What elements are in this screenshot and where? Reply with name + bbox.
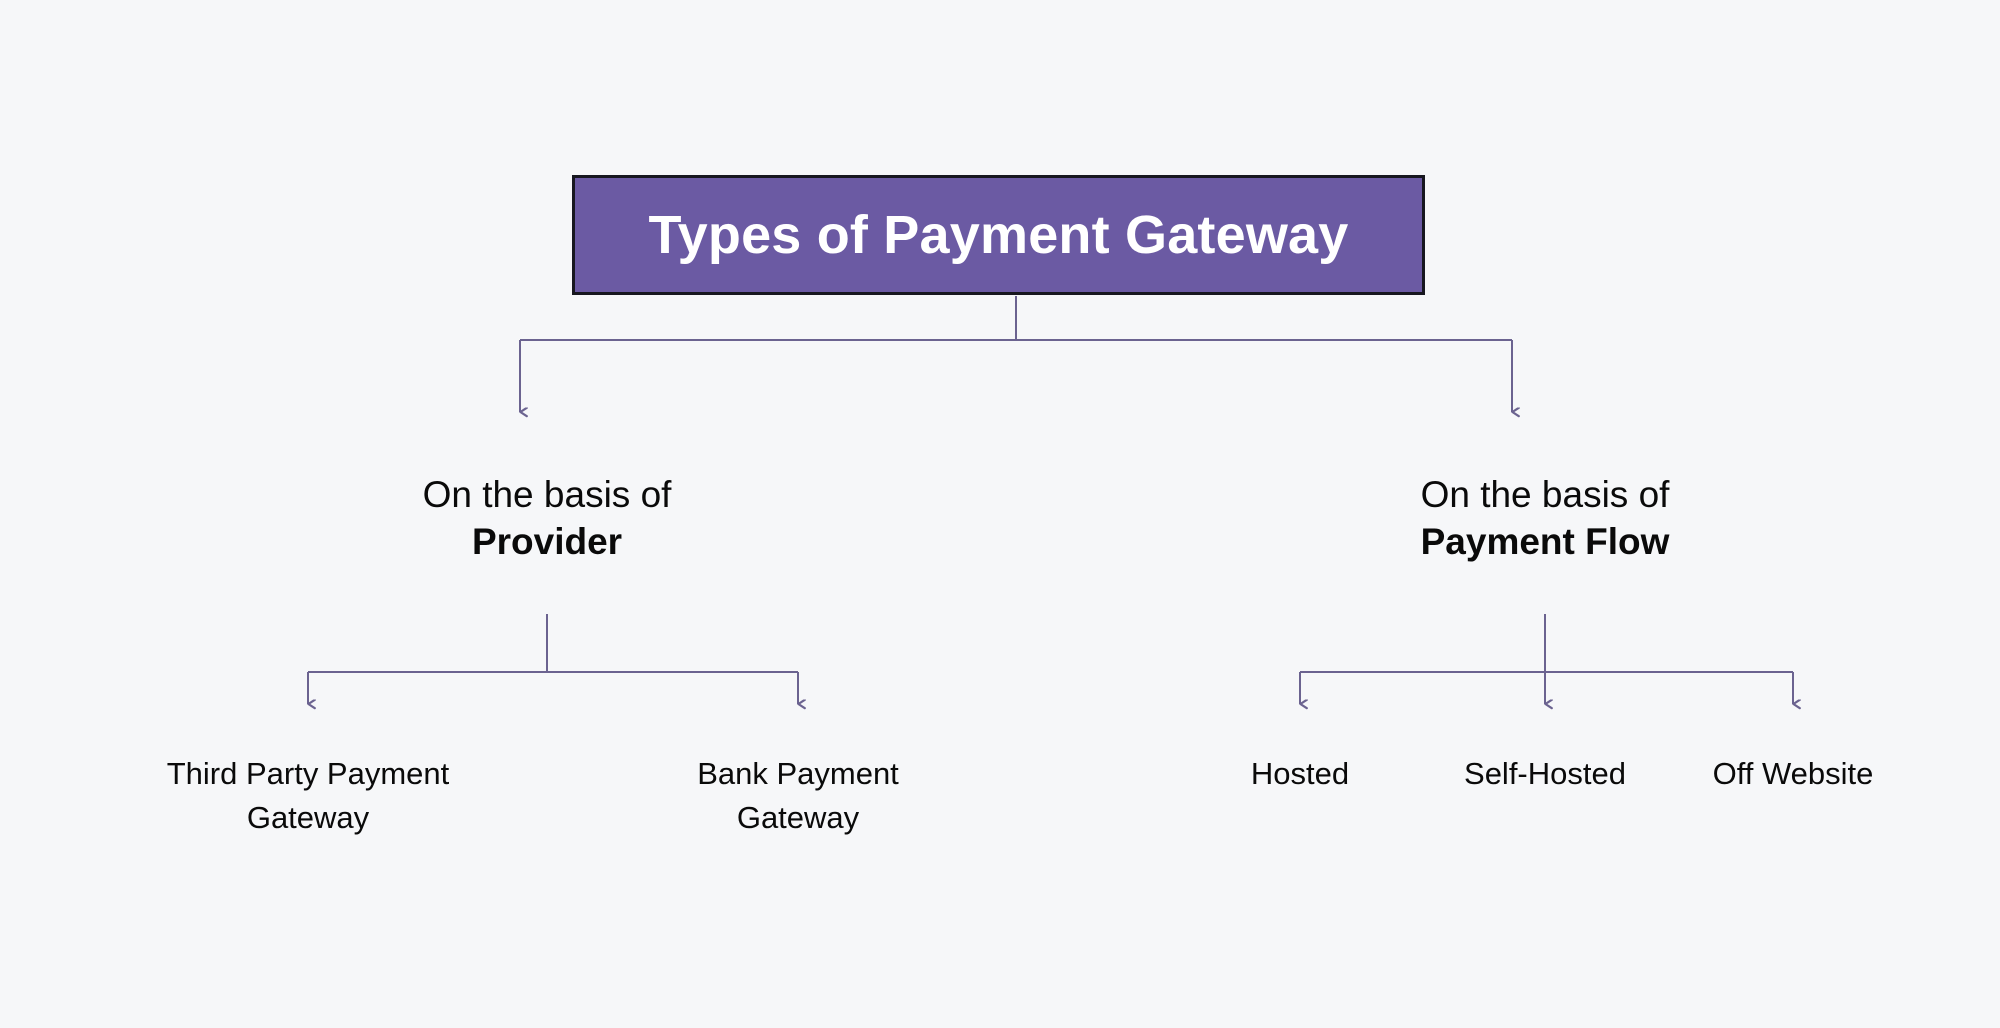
branch-node-provider: On the basis of Provider [247, 472, 847, 565]
branch-node-payment-flow-line-top: On the basis of [1420, 474, 1670, 515]
root-node-types-of-payment-gateway: Types of Payment Gateway [572, 175, 1425, 295]
leaf-node-self-hosted: Self-Hosted [1395, 752, 1695, 796]
leaf-node-third-party-line-bottom: Gateway [246, 800, 370, 836]
leaf-node-third-party-line-top: Third Party Payment [166, 756, 450, 791]
leaf-node-bank-line-top: Bank Payment [697, 756, 899, 791]
leaf-node-bank-payment-gateway: Bank Payment Gateway [598, 752, 998, 840]
branch-node-payment-flow-line-bottom: Payment Flow [1420, 520, 1670, 562]
branch-node-provider-line-top: On the basis of [422, 474, 672, 515]
leaf-node-off-website-line-top: Off Website [1712, 756, 1874, 791]
branch-node-provider-line-bottom: Provider [471, 520, 623, 562]
leaf-node-bank-line-bottom: Gateway [736, 800, 860, 836]
leaf-node-hosted-line-top: Hosted [1250, 756, 1350, 791]
leaf-node-hosted: Hosted [1150, 752, 1450, 796]
leaf-node-third-party-payment-gateway: Third Party Payment Gateway [108, 752, 508, 840]
root-node-title: Types of Payment Gateway [648, 204, 1349, 265]
leaf-node-self-hosted-line-top: Self-Hosted [1464, 756, 1626, 791]
leaf-node-off-website: Off Website [1643, 752, 1943, 796]
branch-node-payment-flow: On the basis of Payment Flow [1245, 472, 1845, 565]
